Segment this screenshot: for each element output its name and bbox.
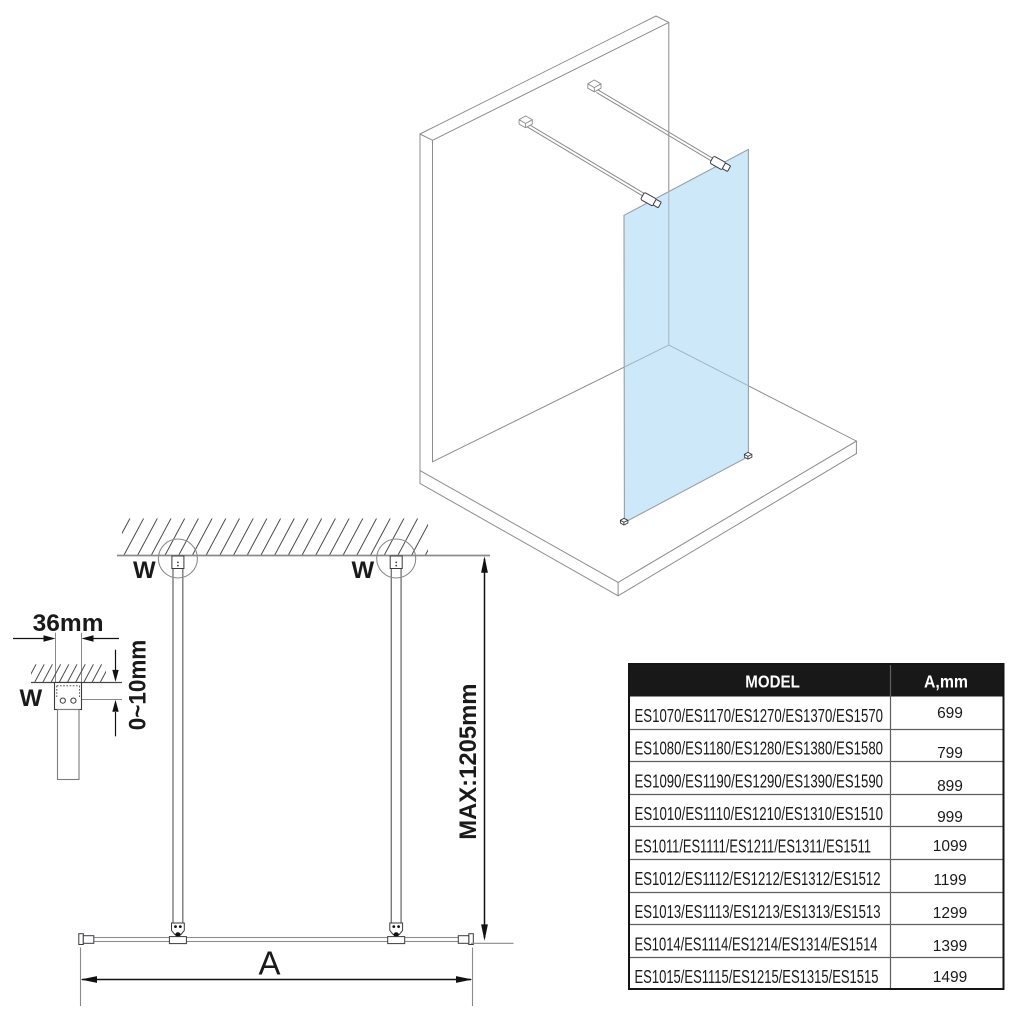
svg-text:1299: 1299 — [933, 905, 967, 922]
svg-text:799: 799 — [937, 745, 963, 762]
svg-text:36mm: 36mm — [33, 610, 104, 637]
svg-text:699: 699 — [937, 705, 963, 722]
svg-text:999: 999 — [937, 809, 963, 826]
svg-text:W: W — [20, 685, 43, 712]
svg-text:1499: 1499 — [933, 969, 967, 986]
svg-text:ES1014/ES1114/ES1214/ES1314/ES: ES1014/ES1114/ES1214/ES1314/ES1514 — [635, 934, 878, 954]
svg-text:A,mm: A,mm — [924, 671, 968, 691]
svg-text:W: W — [133, 557, 156, 584]
svg-text:ES1070/ES1170/ES1270/ES1370/ES: ES1070/ES1170/ES1270/ES1370/ES1570 — [635, 706, 884, 726]
svg-text:899: 899 — [937, 778, 963, 795]
svg-text:ES1010/ES1110/ES1210/ES1310/ES: ES1010/ES1110/ES1210/ES1310/ES1510 — [635, 804, 884, 824]
svg-text:ES1012/ES1112/ES1212/ES1312/ES: ES1012/ES1112/ES1212/ES1312/ES1512 — [635, 869, 881, 889]
svg-text:ES1013/ES1113/ES1213/ES1313/ES: ES1013/ES1113/ES1213/ES1313/ES1513 — [635, 902, 881, 922]
svg-text:0~10mm: 0~10mm — [125, 640, 152, 731]
svg-text:ES1080/ES1180/ES1280/ES1380/ES: ES1080/ES1180/ES1280/ES1380/ES1580 — [635, 739, 884, 759]
svg-text:MAX:1205mm: MAX:1205mm — [455, 684, 482, 840]
svg-text:ES1090/ES1190/ES1290/ES1390/ES: ES1090/ES1190/ES1290/ES1390/ES1590 — [635, 771, 884, 791]
svg-text:1099: 1099 — [933, 838, 967, 855]
svg-text:A: A — [258, 945, 280, 982]
svg-text:1399: 1399 — [933, 938, 967, 955]
svg-text:1199: 1199 — [933, 872, 966, 889]
svg-text:MODEL: MODEL — [745, 671, 800, 691]
svg-text:ES1011/ES1111/ES1211/ES1311/ES: ES1011/ES1111/ES1211/ES1311/ES1511 — [635, 837, 872, 857]
svg-text:W: W — [352, 557, 375, 584]
svg-text:ES1015/ES1115/ES1215/ES1315/ES: ES1015/ES1115/ES1215/ES1315/ES1515 — [635, 967, 879, 987]
